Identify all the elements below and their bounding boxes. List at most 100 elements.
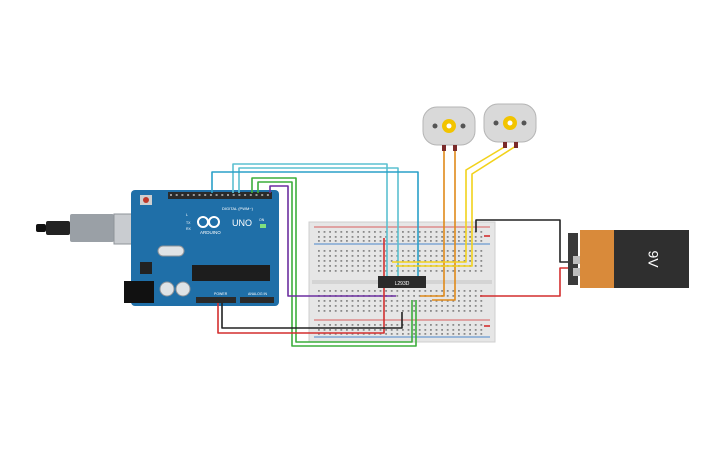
breadboard-hole[interactable]: [362, 310, 365, 312]
breadboard-hole[interactable]: [474, 300, 477, 302]
breadboard-hole[interactable]: [357, 231, 359, 233]
breadboard-hole[interactable]: [441, 324, 443, 326]
breadboard-hole[interactable]: [424, 255, 427, 257]
breadboard-hole[interactable]: [318, 300, 320, 302]
breadboard-hole[interactable]: [357, 290, 359, 292]
breadboard-hole[interactable]: [402, 236, 404, 238]
breadboard-hole[interactable]: [385, 236, 387, 238]
breadboard-hole[interactable]: [374, 260, 376, 262]
breadboard-hole[interactable]: [385, 260, 387, 262]
breadboard-hole[interactable]: [402, 290, 404, 292]
breadboard-hole[interactable]: [368, 250, 371, 252]
breadboard-hole[interactable]: [407, 300, 410, 302]
header-pin[interactable]: [255, 194, 258, 196]
breadboard-hole[interactable]: [463, 310, 466, 312]
breadboard-hole[interactable]: [329, 290, 331, 292]
breadboard-hole[interactable]: [430, 270, 432, 272]
breadboard-hole[interactable]: [407, 236, 410, 238]
breadboard-hole[interactable]: [480, 305, 483, 307]
breadboard-hole[interactable]: [430, 240, 432, 242]
breadboard-hole[interactable]: [480, 240, 483, 242]
breadboard-hole[interactable]: [458, 305, 460, 307]
breadboard-hole[interactable]: [390, 236, 393, 238]
breadboard-hole[interactable]: [430, 260, 432, 262]
breadboard-hole[interactable]: [446, 260, 449, 262]
breadboard-hole[interactable]: [334, 310, 337, 312]
breadboard-hole[interactable]: [334, 305, 337, 307]
breadboard-hole[interactable]: [463, 329, 466, 331]
breadboard-hole[interactable]: [463, 300, 466, 302]
header-pin[interactable]: [204, 194, 207, 196]
breadboard-hole[interactable]: [407, 270, 410, 272]
breadboard-hole[interactable]: [458, 250, 460, 252]
breadboard-hole[interactable]: [458, 310, 460, 312]
breadboard-hole[interactable]: [480, 260, 483, 262]
breadboard-hole[interactable]: [379, 310, 382, 312]
breadboard-hole[interactable]: [441, 329, 443, 331]
breadboard-hole[interactable]: [463, 290, 466, 292]
header-pin[interactable]: [227, 194, 229, 196]
breadboard-hole[interactable]: [407, 305, 410, 307]
breadboard-hole[interactable]: [340, 333, 343, 335]
header-pin[interactable]: [187, 194, 190, 196]
breadboard-hole[interactable]: [452, 270, 455, 272]
breadboard-hole[interactable]: [474, 310, 477, 312]
breadboard-hole[interactable]: [340, 255, 343, 257]
breadboard-hole[interactable]: [458, 324, 460, 326]
breadboard-hole[interactable]: [396, 305, 399, 307]
breadboard-hole[interactable]: [430, 324, 432, 326]
breadboard-hole[interactable]: [430, 305, 432, 307]
breadboard-hole[interactable]: [390, 255, 393, 257]
breadboard-hole[interactable]: [368, 329, 371, 331]
breadboard-hole[interactable]: [424, 300, 427, 302]
breadboard-hole[interactable]: [413, 260, 415, 262]
breadboard-hole[interactable]: [346, 260, 348, 262]
breadboard-hole[interactable]: [469, 329, 471, 331]
breadboard-hole[interactable]: [469, 324, 471, 326]
breadboard-hole[interactable]: [374, 324, 376, 326]
breadboard-hole[interactable]: [374, 255, 376, 257]
breadboard-hole[interactable]: [357, 250, 359, 252]
breadboard-hole[interactable]: [441, 333, 443, 335]
breadboard-hole[interactable]: [407, 290, 410, 292]
breadboard-hole[interactable]: [446, 290, 449, 292]
breadboard-hole[interactable]: [452, 305, 455, 307]
breadboard-hole[interactable]: [323, 240, 326, 242]
breadboard-hole[interactable]: [357, 329, 359, 331]
breadboard-hole[interactable]: [385, 290, 387, 292]
dc-motor-2[interactable]: [483, 103, 537, 148]
breadboard-hole[interactable]: [340, 265, 343, 267]
breadboard-hole[interactable]: [458, 270, 460, 272]
breadboard-hole[interactable]: [463, 305, 466, 307]
breadboard-hole[interactable]: [323, 305, 326, 307]
breadboard-hole[interactable]: [402, 240, 404, 242]
breadboard-hole[interactable]: [368, 324, 371, 326]
breadboard-hole[interactable]: [402, 270, 404, 272]
breadboard-hole[interactable]: [346, 236, 348, 238]
breadboard-hole[interactable]: [346, 255, 348, 257]
breadboard-hole[interactable]: [452, 295, 455, 297]
breadboard-hole[interactable]: [340, 240, 343, 242]
breadboard-hole[interactable]: [379, 290, 382, 292]
breadboard-hole[interactable]: [463, 324, 466, 326]
breadboard-hole[interactable]: [351, 310, 354, 312]
breadboard-hole[interactable]: [474, 290, 477, 292]
breadboard-hole[interactable]: [379, 240, 382, 242]
breadboard-hole[interactable]: [346, 333, 348, 335]
breadboard-hole[interactable]: [396, 290, 399, 292]
breadboard-hole[interactable]: [480, 329, 483, 331]
breadboard-hole[interactable]: [418, 255, 421, 257]
header-pin[interactable]: [238, 194, 241, 196]
breadboard-hole[interactable]: [334, 324, 337, 326]
breadboard-hole[interactable]: [318, 333, 320, 335]
breadboard-hole[interactable]: [390, 290, 393, 292]
breadboard-hole[interactable]: [368, 300, 371, 302]
breadboard-hole[interactable]: [413, 333, 415, 335]
breadboard-hole[interactable]: [430, 231, 432, 233]
breadboard-hole[interactable]: [441, 240, 443, 242]
breadboard-hole[interactable]: [446, 270, 449, 272]
breadboard-hole[interactable]: [452, 300, 455, 302]
breadboard-hole[interactable]: [441, 236, 443, 238]
breadboard-hole[interactable]: [480, 265, 483, 267]
breadboard-hole[interactable]: [390, 240, 393, 242]
